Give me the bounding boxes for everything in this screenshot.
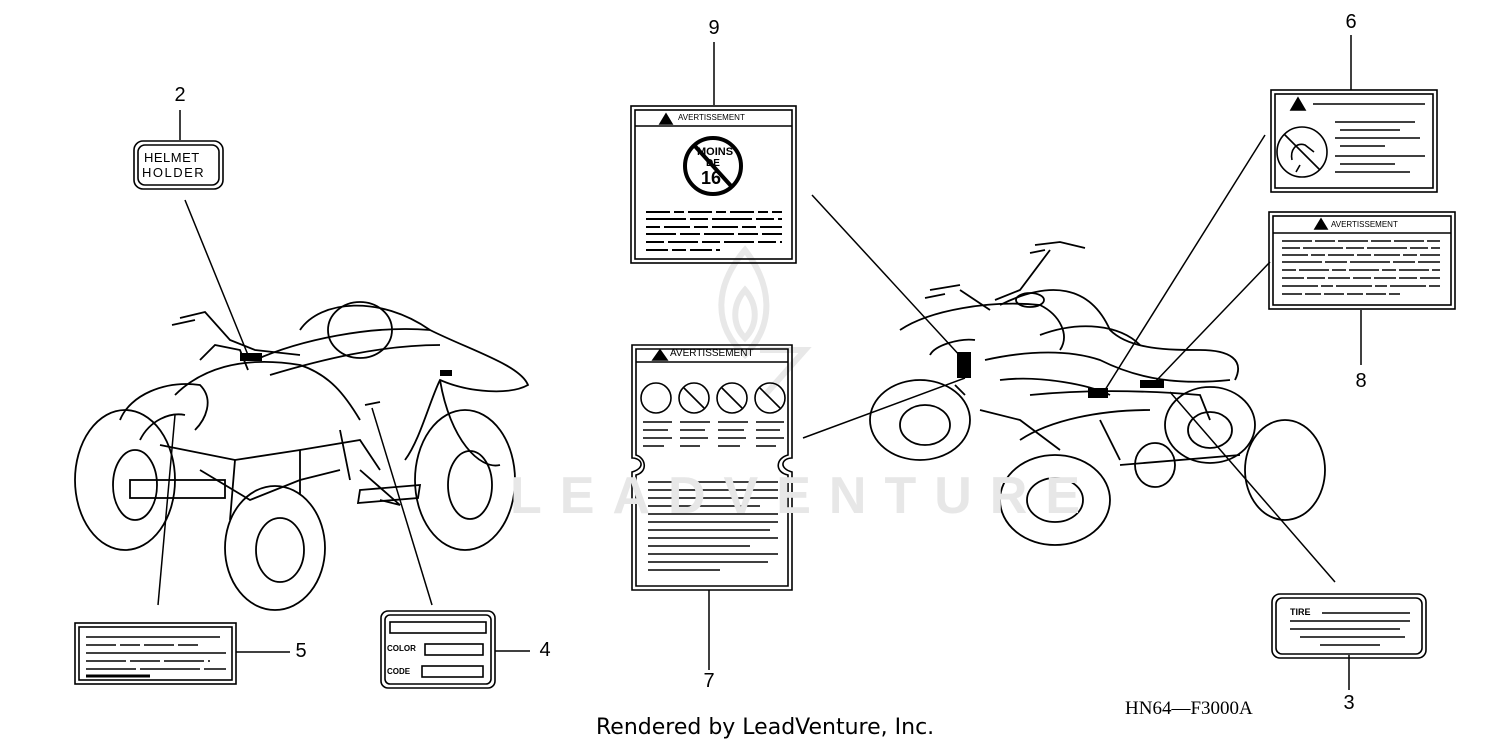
- callout-number: 9: [708, 17, 720, 39]
- avertissement-heading: AVERTISSEMENT: [670, 348, 754, 359]
- rider-safety-decal: [631, 344, 793, 591]
- watermark-text: LEADVENTURE: [510, 467, 1099, 525]
- callout-number: 6: [1345, 11, 1357, 33]
- age-limit-text: DE: [706, 158, 720, 169]
- helmet-holder-decal: [133, 140, 224, 190]
- avertissement-heading: AVERTISSEMENT: [678, 113, 745, 122]
- leader-lines: [157, 35, 1362, 690]
- watermark-logo-icon: [718, 245, 812, 397]
- color-code-decal: [380, 610, 496, 689]
- callout-number: 2: [174, 84, 186, 106]
- age-warning-decal: [630, 105, 797, 264]
- callout-number: 8: [1355, 370, 1367, 392]
- callout-number: 5: [295, 640, 307, 662]
- callout-number: 4: [539, 639, 551, 661]
- no-passenger-decal: [1270, 89, 1438, 193]
- tire-info-decal: [1271, 593, 1427, 659]
- left-atv-illustration: [74, 301, 530, 611]
- age-limit-text: 16: [701, 168, 722, 188]
- helmet-holder-text: HELMET: [144, 150, 200, 165]
- callout-number: 3: [1343, 692, 1355, 714]
- right-atv-illustration: [869, 241, 1326, 546]
- helmet-holder-text: HOLDER: [142, 165, 206, 180]
- age-limit-text: MOINS: [697, 146, 734, 158]
- footer-credit: Rendered by LeadVenture, Inc.: [596, 715, 935, 740]
- code-field-label: CODE: [387, 667, 411, 676]
- general-warning-decal: [1268, 211, 1456, 310]
- emission-label-decal: [74, 622, 237, 685]
- diagram-code: HN64—F3000A: [1125, 698, 1253, 719]
- tire-field-label: TIRE: [1290, 607, 1311, 617]
- callout-number: 7: [703, 670, 715, 692]
- avertissement-heading: AVERTISSEMENT: [1331, 220, 1398, 229]
- color-field-label: COLOR: [387, 644, 416, 653]
